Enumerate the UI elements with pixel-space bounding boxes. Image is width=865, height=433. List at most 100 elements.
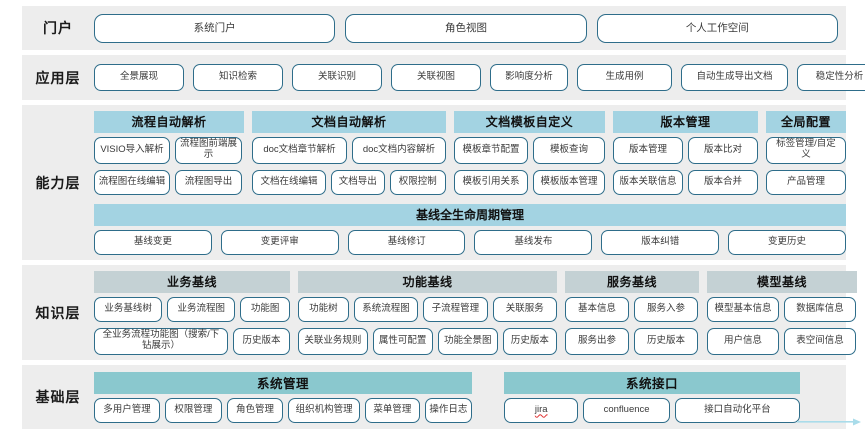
chip-row: 模型基本信息 数据库信息: [707, 296, 857, 322]
knowledge-group-row: 业务基线 业务基线树 业务流程图 功能图 全业务流程功能图（搜索/下 钻展示） …: [94, 270, 857, 355]
know-service-0-0[interactable]: 基本信息: [565, 296, 629, 322]
chip-row: jira confluence 接口自动化平台: [504, 397, 800, 423]
cap-global-0-0[interactable]: 标签管理/自定 义: [766, 136, 846, 164]
know-service-1-0[interactable]: 服务出参: [565, 327, 629, 355]
group-header-sysmgmt: 系统管理: [94, 371, 472, 394]
application-item-2[interactable]: 关联识别: [292, 64, 382, 91]
know-function-1-3[interactable]: 历史版本: [502, 327, 557, 355]
group-header-process: 流程自动解析: [94, 110, 244, 133]
base-sysinterface-0[interactable]: jira: [504, 397, 579, 423]
group-header-global: 全局配置: [766, 110, 846, 133]
layer-label-capability: 能力层: [35, 174, 81, 191]
know-business-1-0[interactable]: 全业务流程功能图（搜索/下 钻展示）: [94, 327, 228, 355]
application-item-7[interactable]: 稳定性分析: [797, 64, 865, 91]
foundation-group-row: 系统管理 多用户管理 权限管理 角色管理 组织机构管理 菜单管理 操作日志 系统…: [94, 371, 838, 423]
cap-template-1-1[interactable]: 模板版本管理: [533, 169, 605, 195]
base-sysmgmt-5[interactable]: 操作日志: [424, 397, 473, 423]
know-model-0-0[interactable]: 模型基本信息: [707, 296, 779, 322]
baseline-item-1[interactable]: 变更评审: [220, 229, 339, 255]
layer-label-knowledge: 知识层: [35, 304, 81, 321]
know-service-1-1[interactable]: 历史版本: [634, 327, 698, 355]
cap-document-0-1[interactable]: doc文档内容解析: [352, 136, 446, 164]
capability-group-template: 文档模板自定义 模板章节配置 模板查询 模板引用关系 模板版本管理: [454, 110, 605, 195]
application-item-1[interactable]: 知识检索: [193, 64, 283, 91]
base-sysmgmt-2[interactable]: 角色管理: [226, 397, 284, 423]
know-model-1-0[interactable]: 用户信息: [707, 327, 779, 355]
cap-document-1-1[interactable]: 文档导出: [330, 169, 385, 195]
portal-button-strip: 系统门户 角色视图 个人工作空间: [94, 13, 838, 43]
cap-global-1-0[interactable]: 产品管理: [766, 169, 846, 195]
chip-row: 模板章节配置 模板查询: [454, 136, 605, 164]
know-function-0-0[interactable]: 功能树: [298, 296, 349, 322]
group-header-version: 版本管理: [613, 110, 758, 133]
cap-version-0-0[interactable]: 版本管理: [613, 136, 683, 164]
cap-process-1-0[interactable]: 流程图在线编辑: [94, 169, 170, 195]
cap-version-0-1[interactable]: 版本比对: [688, 136, 758, 164]
cap-process-0-1[interactable]: 流程图前端展 示: [175, 136, 242, 164]
band-header-baseline: 基线全生命周期管理: [94, 203, 846, 226]
know-function-0-2[interactable]: 子流程管理: [423, 296, 488, 322]
baseline-item-0[interactable]: 基线变更: [94, 229, 212, 255]
base-sysmgmt-0[interactable]: 多用户管理: [94, 397, 160, 423]
layer-body-portal: 系统门户 角色视图 个人工作空间: [94, 13, 846, 43]
cap-template-0-1[interactable]: 模板查询: [533, 136, 605, 164]
application-item-6[interactable]: 自动生成导出文档: [681, 64, 788, 91]
know-business-0-2[interactable]: 功能图: [240, 296, 290, 322]
chip-row: 模板引用关系 模板版本管理: [454, 169, 605, 195]
group-header-service: 服务基线: [565, 270, 699, 293]
layer-body-application: 全景展现 知识检索 关联识别 关联视图 影响度分析 生成用例 自动生成导出文档 …: [94, 64, 865, 91]
jira-label: jira: [534, 403, 548, 415]
chip-row: VISIO导入解析 流程图前端展 示: [94, 136, 244, 164]
chip-row: 关联业务规则 属性可配置 功能全景图 历史版本: [298, 327, 557, 355]
portal-item-2[interactable]: 个人工作空间: [596, 13, 838, 43]
know-model-1-1[interactable]: 表空间信息: [784, 327, 856, 355]
baseline-item-3[interactable]: 基线发布: [474, 229, 593, 255]
chip-row: 业务基线树 业务流程图 功能图: [94, 296, 290, 322]
base-sysmgmt-4[interactable]: 菜单管理: [364, 397, 420, 423]
cap-template-1-0[interactable]: 模板引用关系: [454, 169, 528, 195]
group-header-template: 文档模板自定义: [454, 110, 605, 133]
portal-item-1[interactable]: 角色视图: [345, 13, 587, 43]
chip-row: 版本管理 版本比对: [613, 136, 758, 164]
chip-row: doc文档章节解析 doc文档内容解析: [252, 136, 446, 164]
baseline-item-4[interactable]: 版本纠错: [601, 229, 720, 255]
cap-process-0-0[interactable]: VISIO导入解析: [94, 136, 170, 164]
capability-group-row: 流程自动解析 VISIO导入解析 流程图前端展 示 流程图在线编辑 流程图导出 …: [94, 110, 846, 195]
cap-document-0-0[interactable]: doc文档章节解析: [252, 136, 347, 164]
know-function-1-2[interactable]: 功能全景图: [437, 327, 498, 355]
layer-body-capability: 流程自动解析 VISIO导入解析 流程图前端展 示 流程图在线编辑 流程图导出 …: [94, 110, 854, 255]
application-item-4[interactable]: 影响度分析: [490, 64, 568, 91]
layer-row-foundation: 基础层 系统管理 多用户管理 权限管理 角色管理 组织机构管理 菜单管理 操作日…: [22, 365, 846, 429]
know-service-0-1[interactable]: 服务入参: [634, 296, 698, 322]
chip-row: 文档在线编辑 文档导出 权限控制: [252, 169, 446, 195]
base-sysmgmt-3[interactable]: 组织机构管理: [288, 397, 360, 423]
application-item-0[interactable]: 全景展现: [94, 64, 184, 91]
cap-version-1-0[interactable]: 版本关联信息: [613, 169, 683, 195]
cap-template-0-0[interactable]: 模板章节配置: [454, 136, 528, 164]
base-sysinterface-2[interactable]: 接口自动化平台: [674, 397, 800, 423]
application-item-3[interactable]: 关联视图: [391, 64, 481, 91]
cap-document-1-2[interactable]: 权限控制: [389, 169, 446, 195]
base-sysmgmt-1[interactable]: 权限管理: [165, 397, 222, 423]
group-header-function: 功能基线: [298, 270, 557, 293]
know-business-1-1[interactable]: 历史版本: [233, 327, 290, 355]
layer-row-portal: 门户 系统门户 角色视图 个人工作空间: [22, 6, 846, 50]
know-model-0-1[interactable]: 数据库信息: [784, 296, 856, 322]
cap-process-1-1[interactable]: 流程图导出: [175, 169, 242, 195]
know-business-0-0[interactable]: 业务基线树: [94, 296, 163, 322]
baseline-item-5[interactable]: 变更历史: [728, 229, 846, 255]
baseline-item-2[interactable]: 基线修订: [347, 229, 466, 255]
know-function-0-3[interactable]: 关联服务: [492, 296, 557, 322]
know-function-1-1[interactable]: 属性可配置: [372, 327, 433, 355]
know-business-0-1[interactable]: 业务流程图: [167, 296, 236, 322]
layer-body-knowledge: 业务基线 业务基线树 业务流程图 功能图 全业务流程功能图（搜索/下 钻展示） …: [94, 270, 865, 355]
base-sysinterface-1[interactable]: confluence: [583, 397, 670, 423]
cap-document-1-0[interactable]: 文档在线编辑: [252, 169, 326, 195]
know-function-0-1[interactable]: 系统流程图: [353, 296, 419, 322]
portal-item-0[interactable]: 系统门户: [94, 13, 336, 43]
know-function-1-0[interactable]: 关联业务规则: [298, 327, 368, 355]
application-item-5[interactable]: 生成用例: [577, 64, 672, 91]
cap-version-1-1[interactable]: 版本合并: [688, 169, 758, 195]
group-header-sysinterface: 系统接口: [504, 371, 800, 394]
